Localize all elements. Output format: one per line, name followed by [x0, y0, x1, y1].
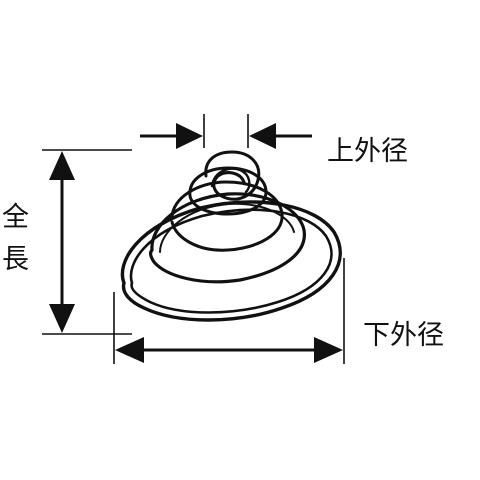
bottom-diameter-arrow-right-head: [314, 337, 343, 363]
bottom-diameter-arrow-left-head: [115, 337, 144, 363]
spring-coil-base-inner: [129, 208, 333, 314]
dimension-arrows: [49, 123, 343, 363]
spring-coil-3: [170, 180, 284, 252]
total-length-label-char2: 長: [2, 244, 29, 275]
spring-coil-top-inner: [210, 167, 251, 194]
spring-coil-2: [149, 192, 306, 284]
bottom-outer-diameter-label: 下外径: [363, 320, 444, 351]
spring-coil-2-shadow: [159, 202, 295, 253]
spring-coil-4: [188, 166, 268, 216]
spring-coil-top: [204, 150, 261, 201]
length-arrow-top-head: [49, 151, 75, 180]
spring-coil-base-outer: [120, 200, 342, 322]
top-diameter-arrow-right-head: [249, 123, 276, 149]
length-arrow-bottom-head: [49, 304, 75, 333]
conical-spring: [120, 150, 342, 322]
total-length-label-char1: 全: [2, 202, 29, 233]
top-outer-diameter-label: 上外径: [327, 136, 408, 167]
extension-lines: [42, 114, 345, 364]
top-diameter-arrow-left-head: [176, 123, 203, 149]
